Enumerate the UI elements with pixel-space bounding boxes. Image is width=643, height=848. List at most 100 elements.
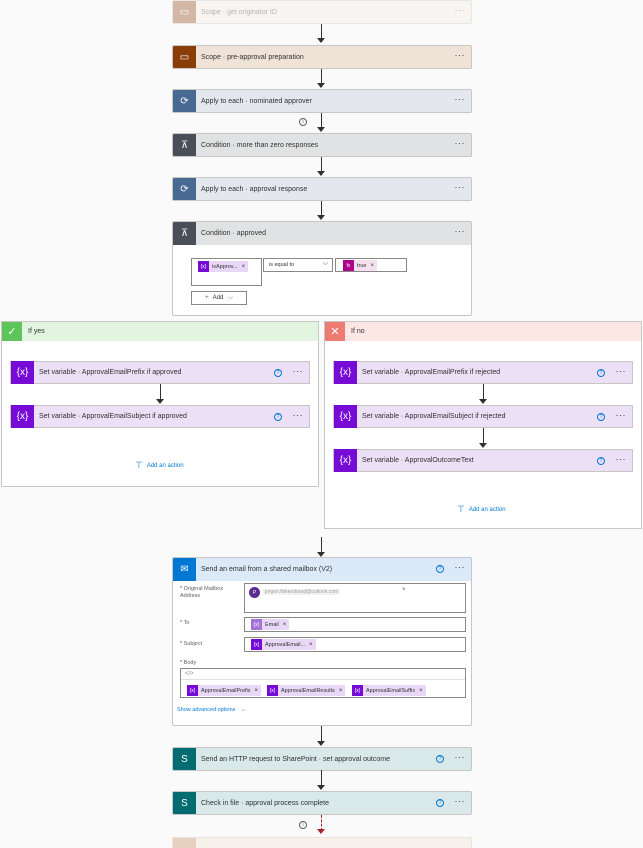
add-action-icon: ⊤ — [135, 460, 143, 470]
add-action-button[interactable]: ⊤ Add an action — [457, 504, 506, 515]
true-token[interactable]: fx true × — [343, 260, 377, 271]
body-token[interactable]: {x} ApprovalEmailPrefix × — [187, 685, 262, 696]
variable-icon: {x} — [251, 619, 262, 630]
condition-approved-card[interactable]: ⊼ Condition · approved ··· {x} isApprov.… — [172, 221, 472, 316]
scope-get-originator-card[interactable]: ▭ Scope · get originator ID ··· — [172, 0, 472, 24]
set-variable-card[interactable]: {x} Set variable · ApprovalOutcomeText ?… — [333, 449, 633, 472]
condition-left-operand[interactable]: {x} isApprov... × — [191, 258, 262, 286]
show-advanced-options[interactable]: Show advanced options ⌵ — [177, 707, 245, 714]
card-title: Set variable · ApprovalEmailPrefix if re… — [362, 369, 501, 376]
set-variable-card[interactable]: {x} Set variable · ApprovalEmailSubject … — [10, 405, 310, 428]
scope-icon: ▭ — [173, 46, 196, 68]
next-card[interactable] — [172, 837, 472, 848]
set-variable-card[interactable]: {x} Set variable · ApprovalEmailPrefix i… — [10, 361, 310, 384]
operator-value: is equal to — [269, 262, 295, 268]
add-action-button[interactable]: ⊤ Add an action — [135, 460, 184, 471]
to-input[interactable]: {x} Email × — [244, 617, 466, 632]
help-icon[interactable]: ? — [274, 413, 282, 421]
body-editor[interactable]: </> {x} ApprovalEmailPrefix × {x} Approv… — [180, 668, 466, 698]
more-icon[interactable]: ··· — [454, 138, 465, 148]
more-icon[interactable]: ··· — [292, 410, 303, 420]
condition-operator-select[interactable]: is equal to ⌵ — [263, 258, 333, 272]
to-label: * To — [180, 620, 190, 626]
variable-icon: {x} — [334, 449, 357, 472]
close-icon[interactable]: × — [419, 687, 423, 694]
close-icon[interactable]: × — [309, 641, 313, 648]
variable-icon: {x} — [334, 405, 357, 428]
close-icon[interactable]: × — [241, 263, 246, 270]
card-title: Send an HTTP request to SharePoint · set… — [201, 756, 390, 763]
help-icon[interactable]: ? — [436, 565, 444, 573]
card-title: Set variable · ApprovalEmailSubject if r… — [362, 413, 506, 420]
more-icon[interactable]: ··· — [292, 366, 303, 376]
body-token[interactable]: {x} ApprovalEmailSuffix × — [352, 685, 426, 696]
http-sharepoint-card[interactable]: S Send an HTTP request to SharePoint · s… — [172, 747, 472, 771]
more-icon[interactable]: ··· — [454, 562, 465, 572]
token-label: ApprovalEmailResults — [281, 687, 335, 694]
token-label: Email — [265, 621, 279, 628]
condition-zero-card[interactable]: ⊼ Condition · more than zero responses ·… — [172, 133, 472, 157]
help-icon[interactable]: ? — [597, 413, 605, 421]
set-variable-card[interactable]: {x} Set variable · ApprovalEmailPrefix i… — [333, 361, 633, 384]
help-icon[interactable]: ? — [597, 457, 605, 465]
more-icon[interactable]: ··· — [454, 50, 465, 60]
more-icon[interactable]: ··· — [615, 410, 626, 420]
variable-icon: {x} — [267, 685, 278, 696]
more-icon[interactable]: ··· — [454, 796, 465, 806]
help-icon[interactable]: ? — [436, 755, 444, 763]
isapproved-token[interactable]: {x} isApprov... × — [198, 261, 249, 272]
body-label: * Body — [180, 660, 197, 666]
code-view-icon[interactable]: </> — [185, 671, 194, 677]
send-email-card[interactable]: ✉ Send an email from a shared mailbox (V… — [172, 557, 472, 726]
set-variable-card[interactable]: {x} Set variable · ApprovalEmailSubject … — [333, 405, 633, 428]
card-title: Condition · more than zero responses — [201, 142, 319, 149]
variable-icon: {x} — [11, 361, 34, 384]
variable-icon: {x} — [251, 639, 262, 650]
token-label: ApprovalEmailPrefix — [201, 687, 251, 694]
card-title: Set variable · ApprovalOutcomeText — [362, 457, 474, 464]
branch-title: If no — [351, 328, 365, 335]
close-icon[interactable]: × — [338, 687, 343, 694]
advanced-label: Show advanced options — [177, 707, 236, 713]
close-icon[interactable]: × — [370, 262, 374, 269]
mailbox-input[interactable]: P jorgen.fiskerstrand@outlook.com × — [244, 583, 466, 613]
condition-right-operand[interactable]: fx true × — [335, 258, 407, 272]
info-icon[interactable]: i — [299, 118, 307, 126]
info-icon[interactable]: i — [299, 821, 307, 829]
help-icon[interactable]: ? — [436, 799, 444, 807]
close-icon[interactable]: × — [402, 587, 406, 593]
loop-icon: ⟳ — [173, 90, 196, 112]
close-icon: ✕ — [325, 322, 345, 341]
check-icon: ✓ — [2, 322, 22, 341]
more-icon[interactable]: ··· — [615, 454, 626, 464]
subject-input[interactable]: {x} ApprovalEmail... × — [244, 637, 466, 652]
close-icon[interactable]: × — [282, 621, 287, 628]
checkin-file-card[interactable]: S Check in file · approval process compl… — [172, 791, 472, 815]
body-token[interactable]: {x} ApprovalEmailResults × — [267, 685, 346, 696]
more-icon[interactable]: ··· — [454, 182, 465, 192]
variable-icon: {x} — [187, 685, 198, 696]
user-avatar: P — [249, 587, 260, 598]
add-action-label: Add an action — [468, 506, 506, 513]
scope-icon — [173, 838, 196, 848]
close-icon[interactable]: × — [254, 687, 259, 694]
more-icon[interactable]: ··· — [454, 226, 465, 236]
more-icon[interactable]: ··· — [615, 366, 626, 376]
if-yes-branch: ✓ If yes — [1, 321, 319, 487]
card-title: Apply to each · approval response — [201, 186, 308, 193]
more-icon[interactable]: ··· — [454, 94, 465, 104]
token-label: ApprovalEmailSuffix — [366, 687, 416, 694]
chevron-down-icon: ⌵ — [322, 260, 328, 267]
email-token[interactable]: {x} Email × — [251, 619, 290, 630]
add-condition-button[interactable]: + Add ⌵ — [191, 291, 247, 305]
help-icon[interactable]: ? — [274, 369, 282, 377]
apply-nominated-card[interactable]: ⟳ Apply to each · nominated approver ··· — [172, 89, 472, 113]
more-icon[interactable]: ··· — [454, 752, 465, 762]
more-icon[interactable]: ··· — [454, 5, 465, 15]
scope-preapproval-card[interactable]: ▭ Scope · pre-approval preparation ··· — [172, 45, 472, 69]
variable-icon: {x} — [352, 685, 363, 696]
help-icon[interactable]: ? — [597, 369, 605, 377]
subject-token[interactable]: {x} ApprovalEmail... × — [251, 639, 316, 650]
card-title: Scope · get originator ID — [201, 9, 277, 16]
apply-response-card[interactable]: ⟳ Apply to each · approval response ··· — [172, 177, 472, 201]
